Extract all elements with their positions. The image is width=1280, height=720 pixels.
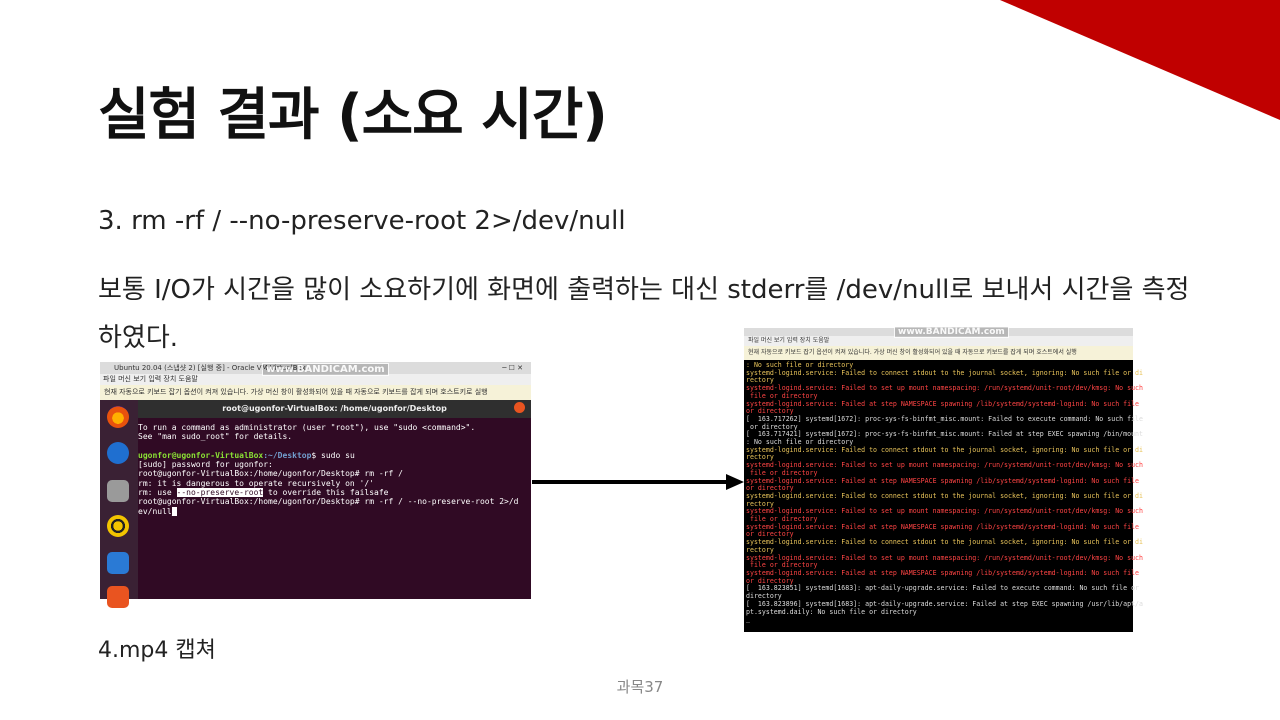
thunderbird-icon	[107, 442, 129, 464]
slide-title: 실험 결과 (소요 시간)	[98, 83, 608, 148]
log-line: systemd-logind.service: Failed to set up…	[746, 461, 1143, 470]
log-line: file or directory	[746, 391, 818, 400]
log-line: systemd-logind.service: Failed to set up…	[746, 384, 1143, 393]
log-line: _	[746, 615, 750, 624]
files-icon	[107, 480, 129, 502]
log-line: file or directory	[746, 468, 818, 477]
log-line: systemd-logind.service: Failed to connec…	[746, 368, 1143, 377]
cursor: _	[171, 506, 177, 516]
watermark: www.BANDICAM.com	[894, 326, 1009, 338]
log-line: systemd-logind.service: Failed to connec…	[746, 445, 1143, 454]
log-line: rectory	[746, 453, 774, 462]
log-line: file or directory	[746, 561, 818, 570]
log-line: rectory	[746, 499, 774, 508]
term-line: rm: use	[138, 488, 177, 498]
highlighted-flag: --no-preserve-root	[176, 488, 264, 498]
vm-titlebar: Ubuntu 20.04 (스냅샷 2) [실행 중] - Oracle VM …	[100, 362, 531, 374]
log-line: rectory	[746, 545, 774, 554]
log-line: directory	[746, 592, 782, 601]
description-text: 보통 I/O가 시간을 많이 소요하기에 화면에 출력하는 대신 stderr를…	[98, 275, 1190, 353]
close-icon	[514, 402, 525, 413]
log-line: systemd-logind.service: Failed at step N…	[746, 399, 1140, 408]
prompt-user: ugonfor@ugonfor-VirtualBox	[138, 450, 264, 460]
terminal-title: root@ugonfor-VirtualBox: /home/ugonfor/D…	[222, 404, 447, 413]
log-line: systemd-logind.service: Failed at step N…	[746, 522, 1140, 531]
log-line: rectory	[746, 376, 774, 385]
terminal-output: To run a command as administrator (user …	[138, 418, 531, 599]
vm-menubar: 파일 머신 보기 입력 장치 도움말	[100, 374, 531, 385]
log-line: [ 163.717262] systemd[1672]: proc-sys-fs…	[746, 414, 1143, 423]
vm-titlebar	[744, 328, 1133, 336]
console-screenshot: www.BANDICAM.com 파일 머신 보기 입력 장치 도움말 현재 자…	[744, 326, 1143, 632]
vm-menubar: 파일 머신 보기 입력 장치 도움말	[744, 336, 1133, 346]
log-line: : No such file or directory	[746, 361, 854, 369]
page-footer: 과목37	[616, 678, 664, 696]
term-line: ev/null	[138, 506, 172, 516]
log-line: systemd-logind.service: Failed to connec…	[746, 538, 1143, 547]
log-line: systemd-logind.service: Failed at step N…	[746, 476, 1140, 485]
watermark: www.BANDICAM.com	[262, 363, 389, 376]
log-line: : No such file or directory	[746, 438, 854, 447]
prompt-path: :~/Desktop	[263, 450, 312, 460]
arrow	[532, 474, 744, 490]
log-line: [ 163.717421] systemd[1672]: proc-sys-fs…	[746, 430, 1143, 439]
keyboard-notice: 현재 자동으로 키보드 잡기 옵션이 켜져 있습니다. 가상 머신 창이 활성화…	[744, 346, 1133, 360]
terminal-screenshot: Ubuntu 20.04 (스냅샷 2) [실행 중] - Oracle VM …	[100, 362, 531, 608]
log-line: or directory	[746, 407, 794, 416]
log-line: or directory	[746, 422, 798, 431]
log-line: or directory	[746, 530, 794, 539]
log-line: [ 163.823851] systemd[1683]: apt-daily-u…	[746, 584, 1140, 593]
caption: 4.mp4 캡쳐	[98, 638, 216, 663]
term-line: root@ugonfor-VirtualBox:/home/ugonfor/De…	[138, 469, 403, 479]
log-line: or directory	[746, 484, 794, 493]
log-line: systemd-logind.service: Failed to connec…	[746, 491, 1143, 500]
log-line: systemd-logind.service: Failed to set up…	[746, 553, 1143, 562]
writer-icon	[107, 552, 129, 574]
term-line: root@ugonfor-VirtualBox:/home/ugonfor/De…	[138, 497, 519, 507]
command-line: 3. rm -rf / --no-preserve-root 2>/dev/nu…	[98, 206, 626, 236]
software-icon	[107, 586, 129, 608]
window-controls-icon: ─ ☐ ✕	[502, 364, 523, 372]
term-line: To run a command as administrator (user …	[138, 423, 476, 432]
term-line: rm: it is dangerous to operate recursive…	[138, 478, 375, 488]
log-line: pt.systemd.daily: No such file or direct…	[746, 607, 917, 616]
term-line: to override this failsafe	[263, 488, 389, 498]
rhythmbox-icon	[107, 515, 129, 537]
log-line: or directory	[746, 576, 794, 585]
prompt-cmd: $ sudo su	[311, 450, 355, 460]
firefox-icon	[107, 406, 129, 428]
log-line: systemd-logind.service: Failed at step N…	[746, 568, 1140, 577]
log-line: file or directory	[746, 515, 818, 524]
vm-window-title: Ubuntu 20.04 (스냅샷 2) [실행 중] - Oracle VM …	[114, 364, 306, 372]
ubuntu-dock	[100, 400, 138, 608]
log-line: [ 163.823896] systemd[1683]: apt-daily-u…	[746, 599, 1143, 608]
log-line: systemd-logind.service: Failed to set up…	[746, 507, 1143, 516]
terminal-header: root@ugonfor-VirtualBox: /home/ugonfor/D…	[138, 400, 531, 418]
term-line: [sudo] password for ugonfor:	[138, 460, 273, 470]
keyboard-notice: 현재 자동으로 키보드 잡기 옵션이 켜져 있습니다. 가상 머신 창이 활성화…	[100, 385, 531, 401]
term-line: See "man sudo_root" for details.	[138, 432, 293, 442]
corner-accent	[1000, 0, 1280, 120]
